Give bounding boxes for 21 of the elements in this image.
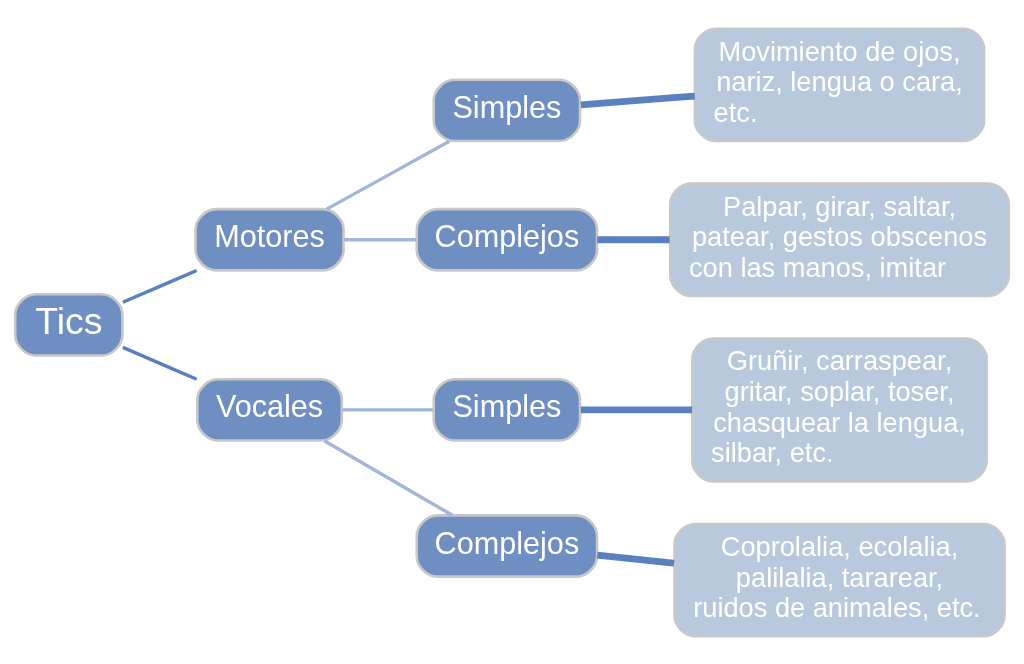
node-box: Simples bbox=[432, 377, 582, 442]
connector bbox=[122, 345, 198, 381]
connector bbox=[580, 406, 693, 413]
connector bbox=[597, 235, 670, 243]
node-box: Gruñir, carraspear, gritar, soplar, toser, chasquear la lengua, silbar, etc. bbox=[691, 336, 988, 483]
connector bbox=[596, 551, 675, 566]
connector bbox=[323, 438, 454, 517]
node-box: Coprolalia, ecolalia, palilalia, tararear, ruidos de animales, etc. bbox=[673, 522, 1006, 637]
connector bbox=[325, 139, 451, 211]
connector bbox=[342, 407, 433, 412]
connector bbox=[344, 237, 417, 241]
connector bbox=[580, 92, 696, 108]
node-box: Motores bbox=[194, 207, 345, 272]
connector bbox=[122, 268, 198, 304]
node-box: Movimiento de ojos, nariz, lengua o cara, etc. bbox=[693, 27, 986, 142]
node-box: Complejos bbox=[415, 207, 599, 272]
node-box: Palpar, girar, saltar, patear, gestos obscenos con las manos, imitar bbox=[668, 181, 1011, 297]
node-box: Complejos bbox=[415, 513, 599, 578]
node-box: Simples bbox=[432, 78, 582, 142]
node-box: Tics bbox=[13, 292, 124, 357]
node-box: Vocales bbox=[195, 377, 344, 442]
